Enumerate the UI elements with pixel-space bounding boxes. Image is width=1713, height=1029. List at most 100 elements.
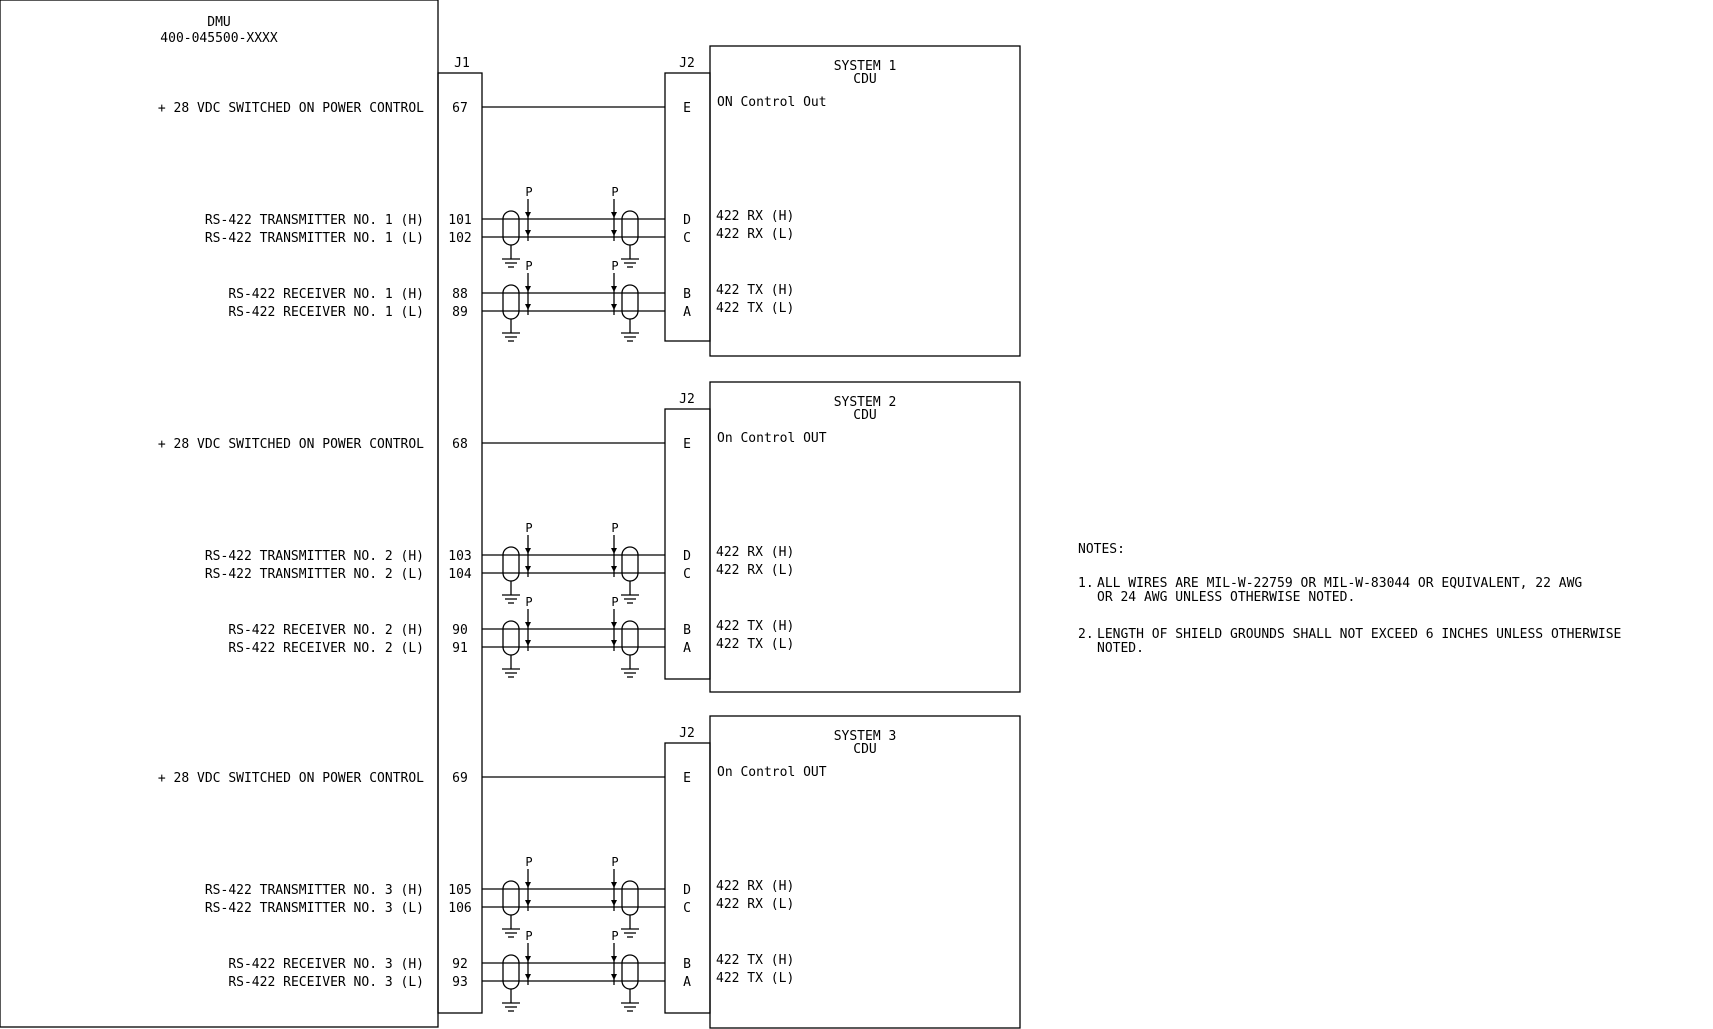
j1-pin-number: 67 <box>452 101 468 116</box>
pair-marker-arrow <box>611 974 617 980</box>
dmu-signal-label: RS-422 TRANSMITTER NO. 3 (L) <box>205 901 424 916</box>
ground-icon <box>621 594 639 604</box>
pair-marker-arrow <box>525 974 531 980</box>
j2-pin-letter: A <box>683 305 691 320</box>
pair-marker-arrow <box>525 566 531 572</box>
j1-pin-number: 93 <box>452 975 468 990</box>
cdu-signal-label: 422 TX (H) <box>716 953 794 968</box>
shielded-pair-symbol: P <box>502 929 533 1012</box>
shielded-pair-symbol: P <box>611 929 639 1012</box>
pair-marker-label: P <box>525 855 532 869</box>
j1-label: J1 <box>454 56 470 71</box>
pair-marker-arrow <box>525 956 531 962</box>
pair-marker-label: P <box>611 595 618 609</box>
shielded-pair-symbol: P <box>611 855 639 938</box>
ground-icon <box>502 594 520 604</box>
dmu-title: DMU <box>207 15 230 30</box>
dmu-signal-label: + 28 VDC SWITCHED ON POWER CONTROL <box>158 437 424 452</box>
j2-connector <box>664 72 711 342</box>
shield-oval <box>502 546 520 582</box>
dmu-part-number: 400-045500-XXXX <box>160 31 278 46</box>
shield-oval <box>502 954 520 990</box>
pair-marker-arrow <box>525 640 531 646</box>
j2-connector <box>664 742 711 1014</box>
pair-marker-arrow <box>525 882 531 888</box>
j2-pin-letter: A <box>683 975 691 990</box>
j1-pin-number: 102 <box>448 231 471 246</box>
cdu-signal-label: 422 RX (H) <box>716 879 794 894</box>
shield-oval <box>621 284 639 320</box>
ground-icon <box>502 1002 520 1012</box>
shielded-pair-symbol: P <box>502 259 533 342</box>
system-title: SYSTEM 1 <box>834 59 897 74</box>
system-title: SYSTEM 2 <box>834 395 897 410</box>
note-text: ALL WIRES ARE MIL-W-22759 OR MIL-W-83044… <box>1097 576 1582 591</box>
dmu-signal-label: RS-422 TRANSMITTER NO. 1 (L) <box>205 231 424 246</box>
pair-marker-arrow <box>525 230 531 236</box>
shielded-pair-symbol: P <box>611 185 639 268</box>
j2-pin-letter: D <box>683 883 691 898</box>
j1-pin-number: 88 <box>452 287 468 302</box>
j1-pin-number: 105 <box>448 883 471 898</box>
cdu-signal-label: On Control OUT <box>717 431 827 446</box>
cdu-signal-label: 422 RX (L) <box>716 563 794 578</box>
pair-marker-arrow <box>525 212 531 218</box>
dmu-box <box>0 0 439 1028</box>
shield-oval <box>621 954 639 990</box>
pair-marker-label: P <box>525 185 532 199</box>
ground-icon <box>502 668 520 678</box>
ground-icon <box>621 668 639 678</box>
j1-pin-number: 69 <box>452 771 468 786</box>
pair-marker-label: P <box>525 929 532 943</box>
j2-connector <box>664 408 711 680</box>
pair-marker-arrow <box>611 230 617 236</box>
note-text: LENGTH OF SHIELD GROUNDS SHALL NOT EXCEE… <box>1097 627 1621 642</box>
shield-oval <box>502 210 520 246</box>
cdu-signal-label: 422 RX (H) <box>716 545 794 560</box>
shielded-pair-symbol: P <box>502 855 533 938</box>
ground-icon <box>502 332 520 342</box>
j2-pin-letter: C <box>683 901 691 916</box>
cdu-signal-label: 422 RX (L) <box>716 897 794 912</box>
shielded-pair-symbol: P <box>611 521 639 604</box>
j1-pin-number: 91 <box>452 641 468 656</box>
note-number: 1. <box>1078 576 1094 591</box>
note-text: OR 24 AWG UNLESS OTHERWISE NOTED. <box>1097 590 1355 605</box>
cdu-signal-label: 422 TX (L) <box>716 301 794 316</box>
shield-oval <box>621 546 639 582</box>
shielded-pair-symbol: P <box>502 185 533 268</box>
ground-icon <box>621 1002 639 1012</box>
dmu-signal-label: RS-422 RECEIVER NO. 2 (L) <box>228 641 424 656</box>
j2-pin-letter: E <box>683 437 691 452</box>
j2-pin-letter: D <box>683 213 691 228</box>
shield-oval <box>621 210 639 246</box>
notes-heading: NOTES: <box>1078 542 1125 557</box>
cdu-signal-label: 422 TX (L) <box>716 971 794 986</box>
dmu-signal-label: RS-422 RECEIVER NO. 1 (L) <box>228 305 424 320</box>
j2-label: J2 <box>679 392 695 407</box>
ground-icon <box>621 928 639 938</box>
j1-pin-number: 101 <box>448 213 471 228</box>
j1-pin-number: 103 <box>448 549 471 564</box>
j1-pin-number: 68 <box>452 437 468 452</box>
j2-pin-letter: B <box>683 287 691 302</box>
ground-icon <box>502 928 520 938</box>
system-subtitle: CDU <box>853 408 876 423</box>
pair-marker-arrow <box>611 882 617 888</box>
pair-marker-label: P <box>525 521 532 535</box>
dmu-signal-label: RS-422 TRANSMITTER NO. 1 (H) <box>205 213 424 228</box>
j1-connector <box>437 72 483 1014</box>
pair-marker-arrow <box>611 212 617 218</box>
j1-pin-number: 104 <box>448 567 472 582</box>
pair-marker-label: P <box>611 185 618 199</box>
dmu-signal-label: + 28 VDC SWITCHED ON POWER CONTROL <box>158 101 424 116</box>
dmu-signal-label: RS-422 RECEIVER NO. 3 (L) <box>228 975 424 990</box>
j2-pin-letter: B <box>683 623 691 638</box>
j2-pin-letter: C <box>683 231 691 246</box>
j1-pin-number: 90 <box>452 623 468 638</box>
pair-marker-arrow <box>611 640 617 646</box>
pair-marker-arrow <box>525 900 531 906</box>
